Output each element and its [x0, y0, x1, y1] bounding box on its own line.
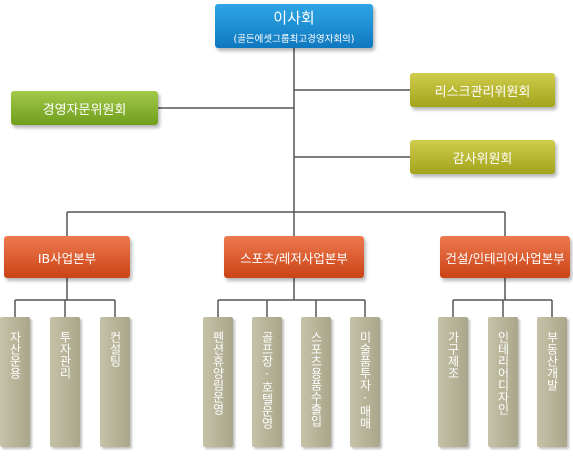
- board-box: 이사회 (골든에셋그룹최고경영자회의): [215, 4, 373, 48]
- board-title: 이사회: [273, 9, 315, 27]
- unit-consulting: 컨설팅: [100, 317, 130, 447]
- unit-pension-resort: 펜션휴양림운영: [203, 317, 233, 447]
- board-subtitle: (골든에셋그룹최고경영자회의): [233, 34, 355, 45]
- division-sports-label: 스포츠/레저사업본부: [240, 250, 348, 266]
- unit-golf-hotel: 골프장·호텔운영: [252, 317, 282, 447]
- advisory-committee-box: 경영자문위원회: [11, 91, 158, 125]
- unit-art-investment: 미술품투자·매매: [350, 317, 380, 447]
- unit-furniture: 가구제조: [438, 317, 468, 447]
- unit-interior-design: 인테리어디자인: [488, 317, 518, 447]
- unit-investment-management: 투자관리: [50, 317, 80, 447]
- division-ib-label: IB사업본부: [37, 250, 97, 266]
- unit-sports-goods: 스포츠용품수출입: [301, 317, 331, 447]
- division-ib-box: IB사업본부: [4, 236, 130, 278]
- division-construction-box: 건설/인테리어사업본부: [440, 236, 570, 278]
- division-construction-label: 건설/인테리어사업본부: [445, 250, 565, 266]
- unit-real-estate: 부동산개발: [537, 317, 567, 447]
- division-sports-box: 스포츠/레저사업본부: [224, 236, 364, 278]
- audit-committee-label: 감사위원회: [452, 151, 513, 167]
- audit-committee-box: 감사위원회: [410, 140, 555, 174]
- risk-committee-label: 리스크관리위원회: [434, 84, 531, 100]
- risk-committee-box: 리스크관리위원회: [410, 73, 555, 107]
- unit-asset-management: 자산운용: [0, 317, 30, 447]
- advisory-committee-label: 경영자문위원회: [42, 102, 127, 118]
